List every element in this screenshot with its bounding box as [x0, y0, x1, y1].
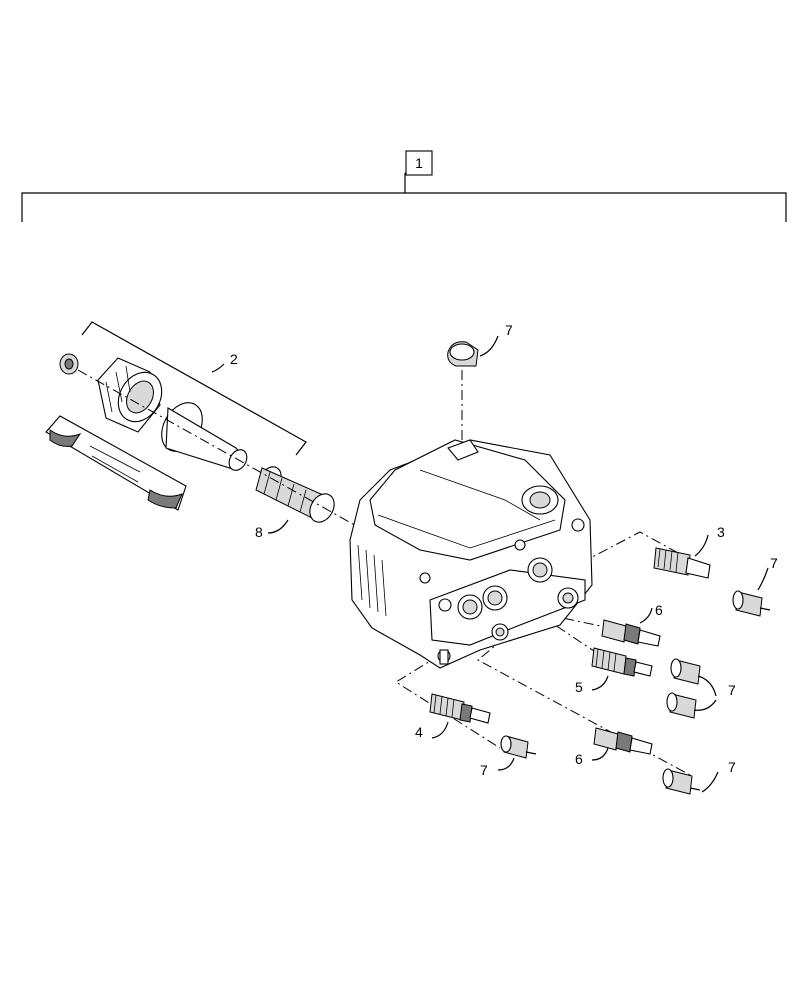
fitting-6-upper: [601, 619, 661, 647]
callout-7-right-top: 7: [770, 555, 778, 571]
callout-7-bottom-right: 7: [728, 759, 736, 775]
callout-3: 3: [717, 524, 725, 540]
callout-7-top: 7: [505, 322, 513, 338]
callout-7-right-mid: 7: [728, 682, 736, 698]
filter-kit-bracket: [81, 321, 307, 456]
cap-top: [447, 341, 479, 367]
callout-7-bottom-left: 7: [480, 762, 488, 778]
sensor-4: [429, 693, 491, 724]
filter-plug: [59, 353, 79, 375]
callout-1: 1: [415, 155, 423, 171]
sensor-3: [653, 547, 711, 579]
callout-6-lower: 6: [575, 751, 583, 767]
callout-4: 4: [415, 724, 423, 740]
strainer: [255, 466, 335, 523]
cap-bottom-left: [500, 735, 537, 759]
fitting-6-lower: [593, 727, 653, 755]
valve-body: [349, 439, 593, 669]
assembly-bracket: [21, 150, 787, 222]
cap-bottom-right: [662, 768, 701, 795]
filter-nut: [97, 357, 163, 433]
callout-2: 2: [230, 351, 238, 367]
sensor-5: [591, 647, 653, 677]
cap-right-top: [732, 590, 771, 617]
filter-wrench: [45, 415, 187, 511]
cap-right-mid: [666, 658, 717, 719]
filter-cone: [161, 402, 248, 471]
callout-box-1: [405, 150, 433, 176]
callout-8: 8: [255, 524, 263, 540]
callout-6-upper: 6: [655, 602, 663, 618]
callout-5: 5: [575, 679, 583, 695]
filter-kit-parts: [45, 353, 248, 511]
